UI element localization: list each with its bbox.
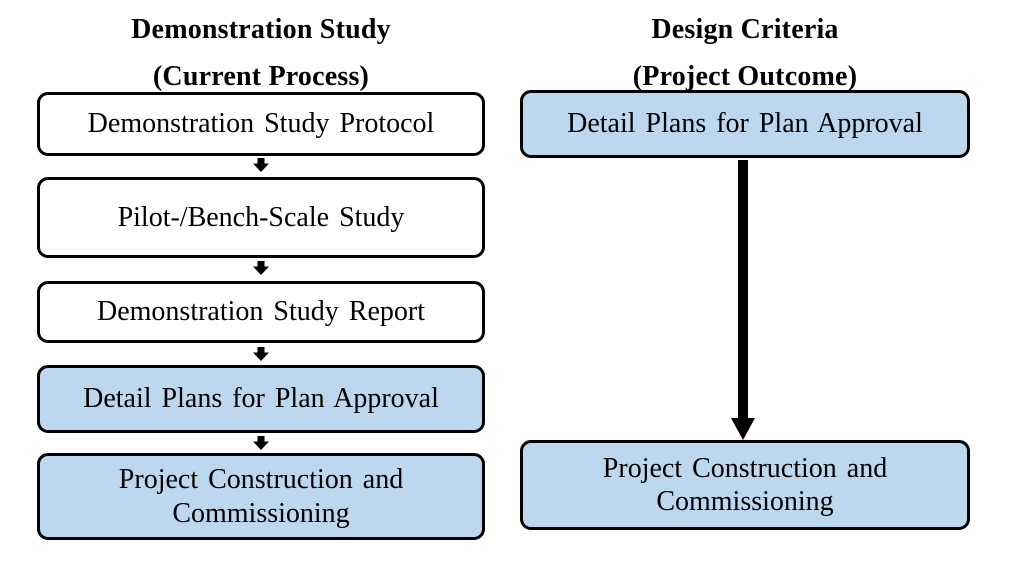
right-column-title-line1: Design Criteria	[651, 14, 839, 45]
box-detail-plans-for-plan-approval-left: Detail Plans for Plan Approval	[37, 365, 485, 433]
box-label: Demonstration Study Report	[97, 296, 425, 328]
left-column-title-line2: (Current Process)	[152, 61, 370, 92]
box-project-construction-commissioning-right: Project Construction and Commissioning	[520, 440, 970, 530]
box-label: Demonstration Study Protocol	[87, 108, 435, 140]
down-arrow-icon	[253, 261, 269, 275]
box-demonstration-study-protocol: Demonstration Study Protocol	[37, 92, 485, 156]
box-label: Project Construction and Commissioning	[118, 464, 404, 529]
down-arrow-icon	[253, 347, 269, 361]
right-column-title-line2: (Project Outcome)	[632, 61, 858, 92]
down-arrow-icon	[253, 436, 269, 450]
box-label: Project Construction and Commissioning	[602, 452, 888, 517]
box-project-construction-commissioning-left: Project Construction and Commissioning	[37, 453, 485, 540]
box-pilot-bench-scale-study: Pilot-/Bench-Scale Study	[37, 177, 485, 258]
long-down-arrow-icon	[731, 160, 755, 440]
box-label: Pilot-/Bench-Scale Study	[117, 201, 405, 233]
box-detail-plans-for-plan-approval-right: Detail Plans for Plan Approval	[520, 90, 970, 158]
left-column-title: Demonstration Study (Current Process)	[37, 6, 485, 100]
left-column-title-line1: Demonstration Study	[131, 14, 391, 45]
box-label: Detail Plans for Plan Approval	[567, 108, 923, 140]
box-demonstration-study-report: Demonstration Study Report	[37, 281, 485, 343]
box-label: Detail Plans for Plan Approval	[83, 383, 439, 415]
right-column-title: Design Criteria (Project Outcome)	[520, 6, 970, 100]
down-arrow-icon	[253, 158, 269, 172]
